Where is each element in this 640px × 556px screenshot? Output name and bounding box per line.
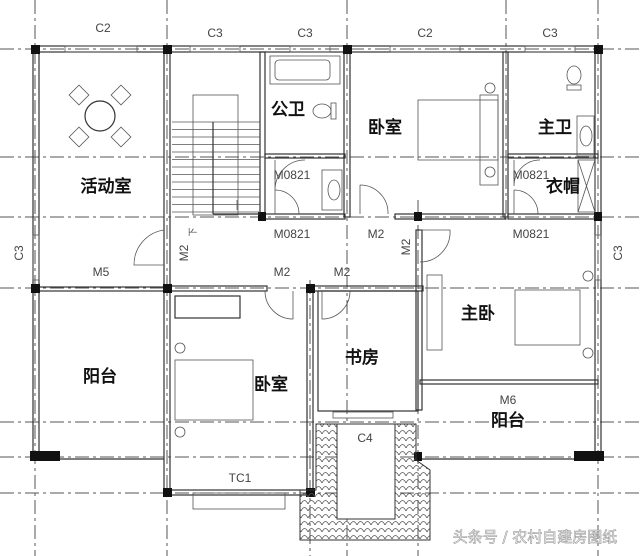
bathtub-icon [269,55,341,85]
door-code: M2 [274,265,291,279]
labels: 活动室 公卫 卧室 主卫 衣帽 阳台 卧室 书房 主卧 阳台 C2 C3 C3 … [12,21,625,546]
room-label-balcony-east: 阳台 [491,410,525,431]
structural-columns [30,45,604,497]
door-code: M6 [500,393,517,407]
staircase[interactable] [172,94,260,216]
door-code: M2 [177,244,191,261]
room-label-activity: 活动室 [81,176,132,197]
door-code: M0821 [274,227,311,241]
stair-down-marker: 下 [188,227,198,236]
door-code: M2 [368,227,385,241]
sink-icon [321,115,596,213]
window-code: C3 [542,26,558,40]
room-label-bedroom-south: 卧室 [254,374,288,395]
door-code: M2 [399,238,413,255]
wardrobe-icon [174,274,443,351]
window-code: C3 [12,245,26,261]
bed-icon [174,82,594,438]
windows [32,45,602,419]
door-code: M0821 [274,168,311,182]
door-swings[interactable] [133,159,541,320]
bay-window-tiles [299,423,431,541]
window-code: C3 [207,26,223,40]
room-label-balcony-west: 阳台 [83,366,117,387]
toilet-icon [312,65,582,120]
door-code: M0821 [513,168,550,182]
window-code: C2 [417,26,433,40]
window-code: C3 [297,26,313,40]
room-label-cloakroom: 衣帽 [546,176,580,197]
window-code: TC1 [229,471,252,485]
door-code: M5 [93,265,110,279]
window-code: C2 [95,21,111,35]
window-code: C3 [611,245,625,261]
watermark: 头条号 / 农村自建房图纸 [453,528,618,546]
room-label-master-bedroom: 主卧 [461,303,495,324]
dining-table-icon [68,84,132,148]
door-code: M0821 [513,227,550,241]
room-label-study: 书房 [345,347,379,368]
room-label-public-bathroom: 公卫 [271,100,305,120]
room-label-bedroom-north: 卧室 [368,117,402,138]
room-label-master-bathroom: 主卫 [538,117,572,138]
door-code: M2 [334,265,351,279]
window-code: C4 [357,431,373,445]
